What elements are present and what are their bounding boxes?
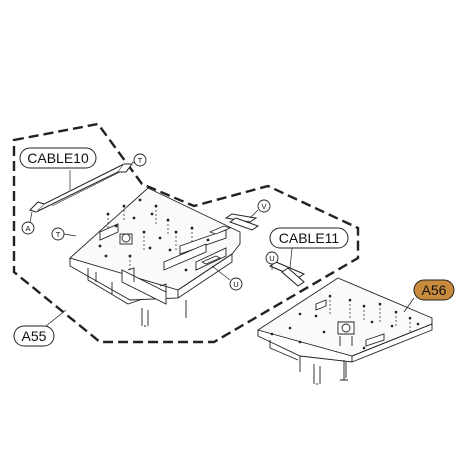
- a55-leader: [45, 309, 67, 327]
- a56-callout: A56: [413, 279, 455, 301]
- a55-callout: A55: [13, 325, 55, 347]
- svg-text:U: U: [233, 280, 238, 289]
- callout-u-right: U: [265, 251, 279, 270]
- cable10-label: CABLE10: [27, 150, 89, 166]
- callout-t-left: T: [51, 227, 77, 241]
- a55-label: A55: [22, 328, 47, 344]
- svg-text:V: V: [261, 202, 266, 211]
- separate-bracket: [256, 277, 433, 385]
- cable11-callout: CABLE11: [269, 227, 349, 249]
- a56-leader: [403, 297, 415, 313]
- a56-label: A56: [422, 282, 447, 298]
- callout-u-mid: U: [211, 265, 243, 291]
- svg-text:T: T: [138, 156, 143, 165]
- cable10-ribbon: [29, 163, 133, 213]
- callout-a-left: A: [21, 211, 35, 235]
- svg-text:A: A: [25, 224, 30, 233]
- cable11-leader: [289, 247, 293, 269]
- main-bracket-clips: [201, 225, 232, 265]
- callout-v-right: V: [249, 199, 271, 219]
- cable11-label: CABLE11: [279, 230, 340, 246]
- svg-text:T: T: [56, 230, 61, 239]
- callout-t-top: T: [131, 153, 147, 167]
- svg-text:U: U: [269, 254, 274, 263]
- cable11-ribbon: [224, 213, 306, 287]
- cable10-callout: CABLE10: [19, 147, 97, 169]
